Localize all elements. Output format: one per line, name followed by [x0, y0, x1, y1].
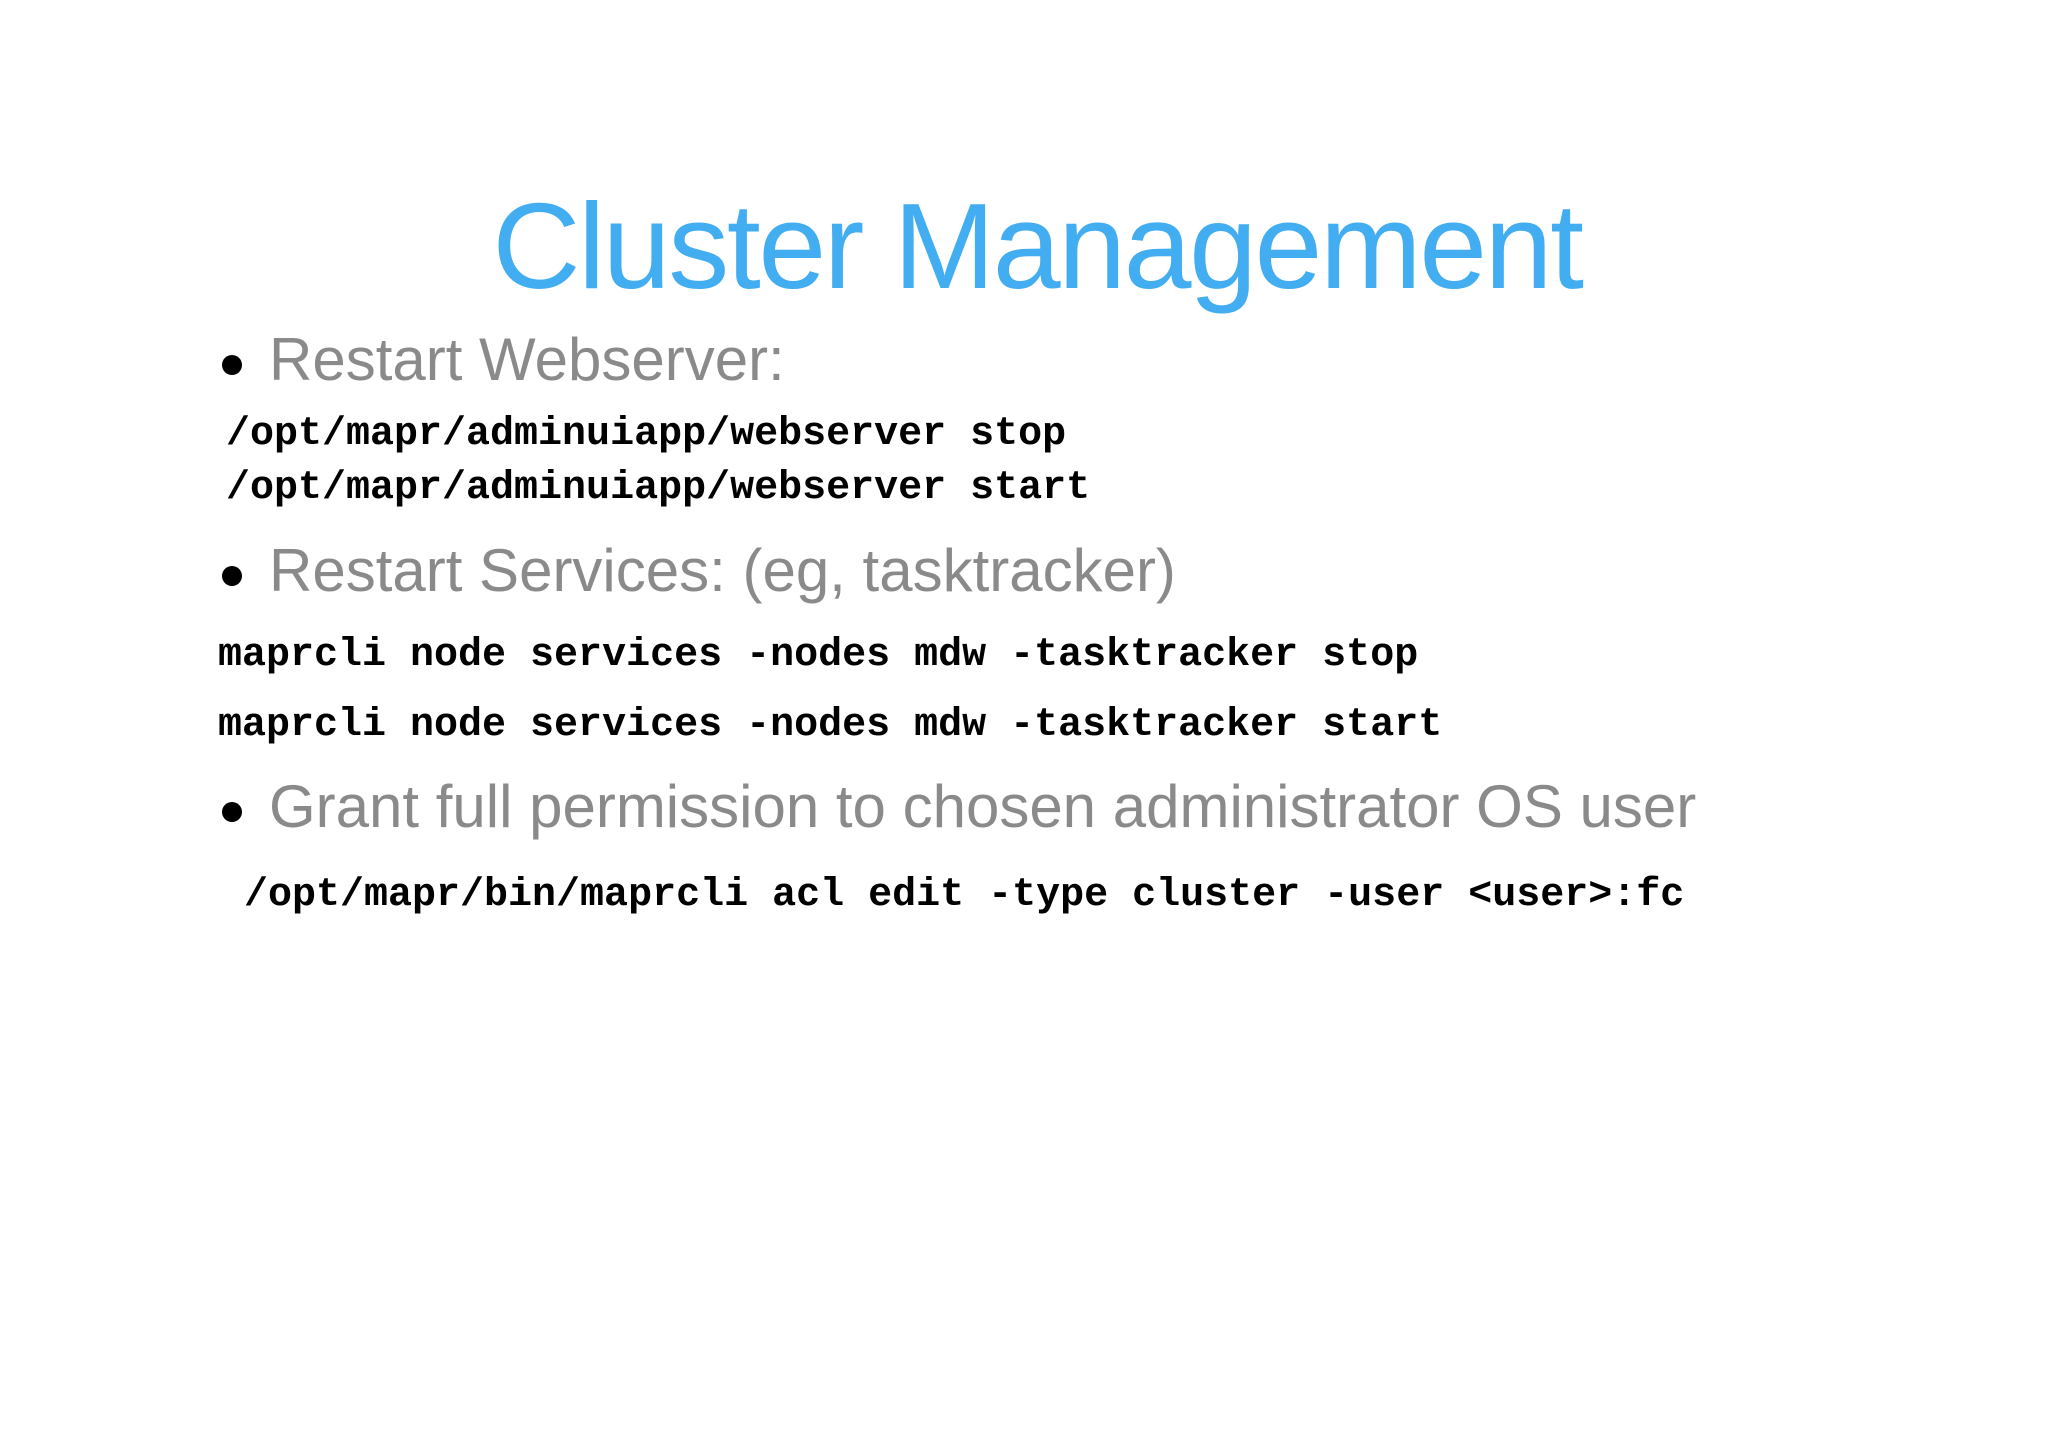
code-line-webserver-start: /opt/mapr/adminuiapp/webserver start	[226, 466, 1091, 511]
bullet-label: Grant full permission to chosen administ…	[269, 773, 1697, 840]
code-line-tasktracker-stop: maprcli node services -nodes mdw -tasktr…	[218, 633, 1419, 678]
slide-title: Cluster Management	[492, 178, 1584, 314]
bullet-icon	[222, 566, 242, 586]
bullet-label: Restart Services: (eg, tasktracker)	[269, 537, 1176, 604]
bullet-item-restart-services: Restart Services: (eg, tasktracker)	[222, 541, 1176, 601]
bullet-label: Restart Webserver:	[269, 326, 785, 393]
code-line-tasktracker-start: maprcli node services -nodes mdw -tasktr…	[218, 703, 1443, 748]
bullet-icon	[222, 802, 242, 822]
bullet-item-restart-webserver: Restart Webserver:	[222, 330, 785, 390]
bullet-icon	[222, 355, 242, 375]
bullet-item-grant-permission: Grant full permission to chosen administ…	[222, 777, 1696, 837]
code-line-webserver-stop: /opt/mapr/adminuiapp/webserver stop	[226, 412, 1067, 457]
code-line-acl-edit: /opt/mapr/bin/maprcli acl edit -type clu…	[244, 873, 1685, 918]
